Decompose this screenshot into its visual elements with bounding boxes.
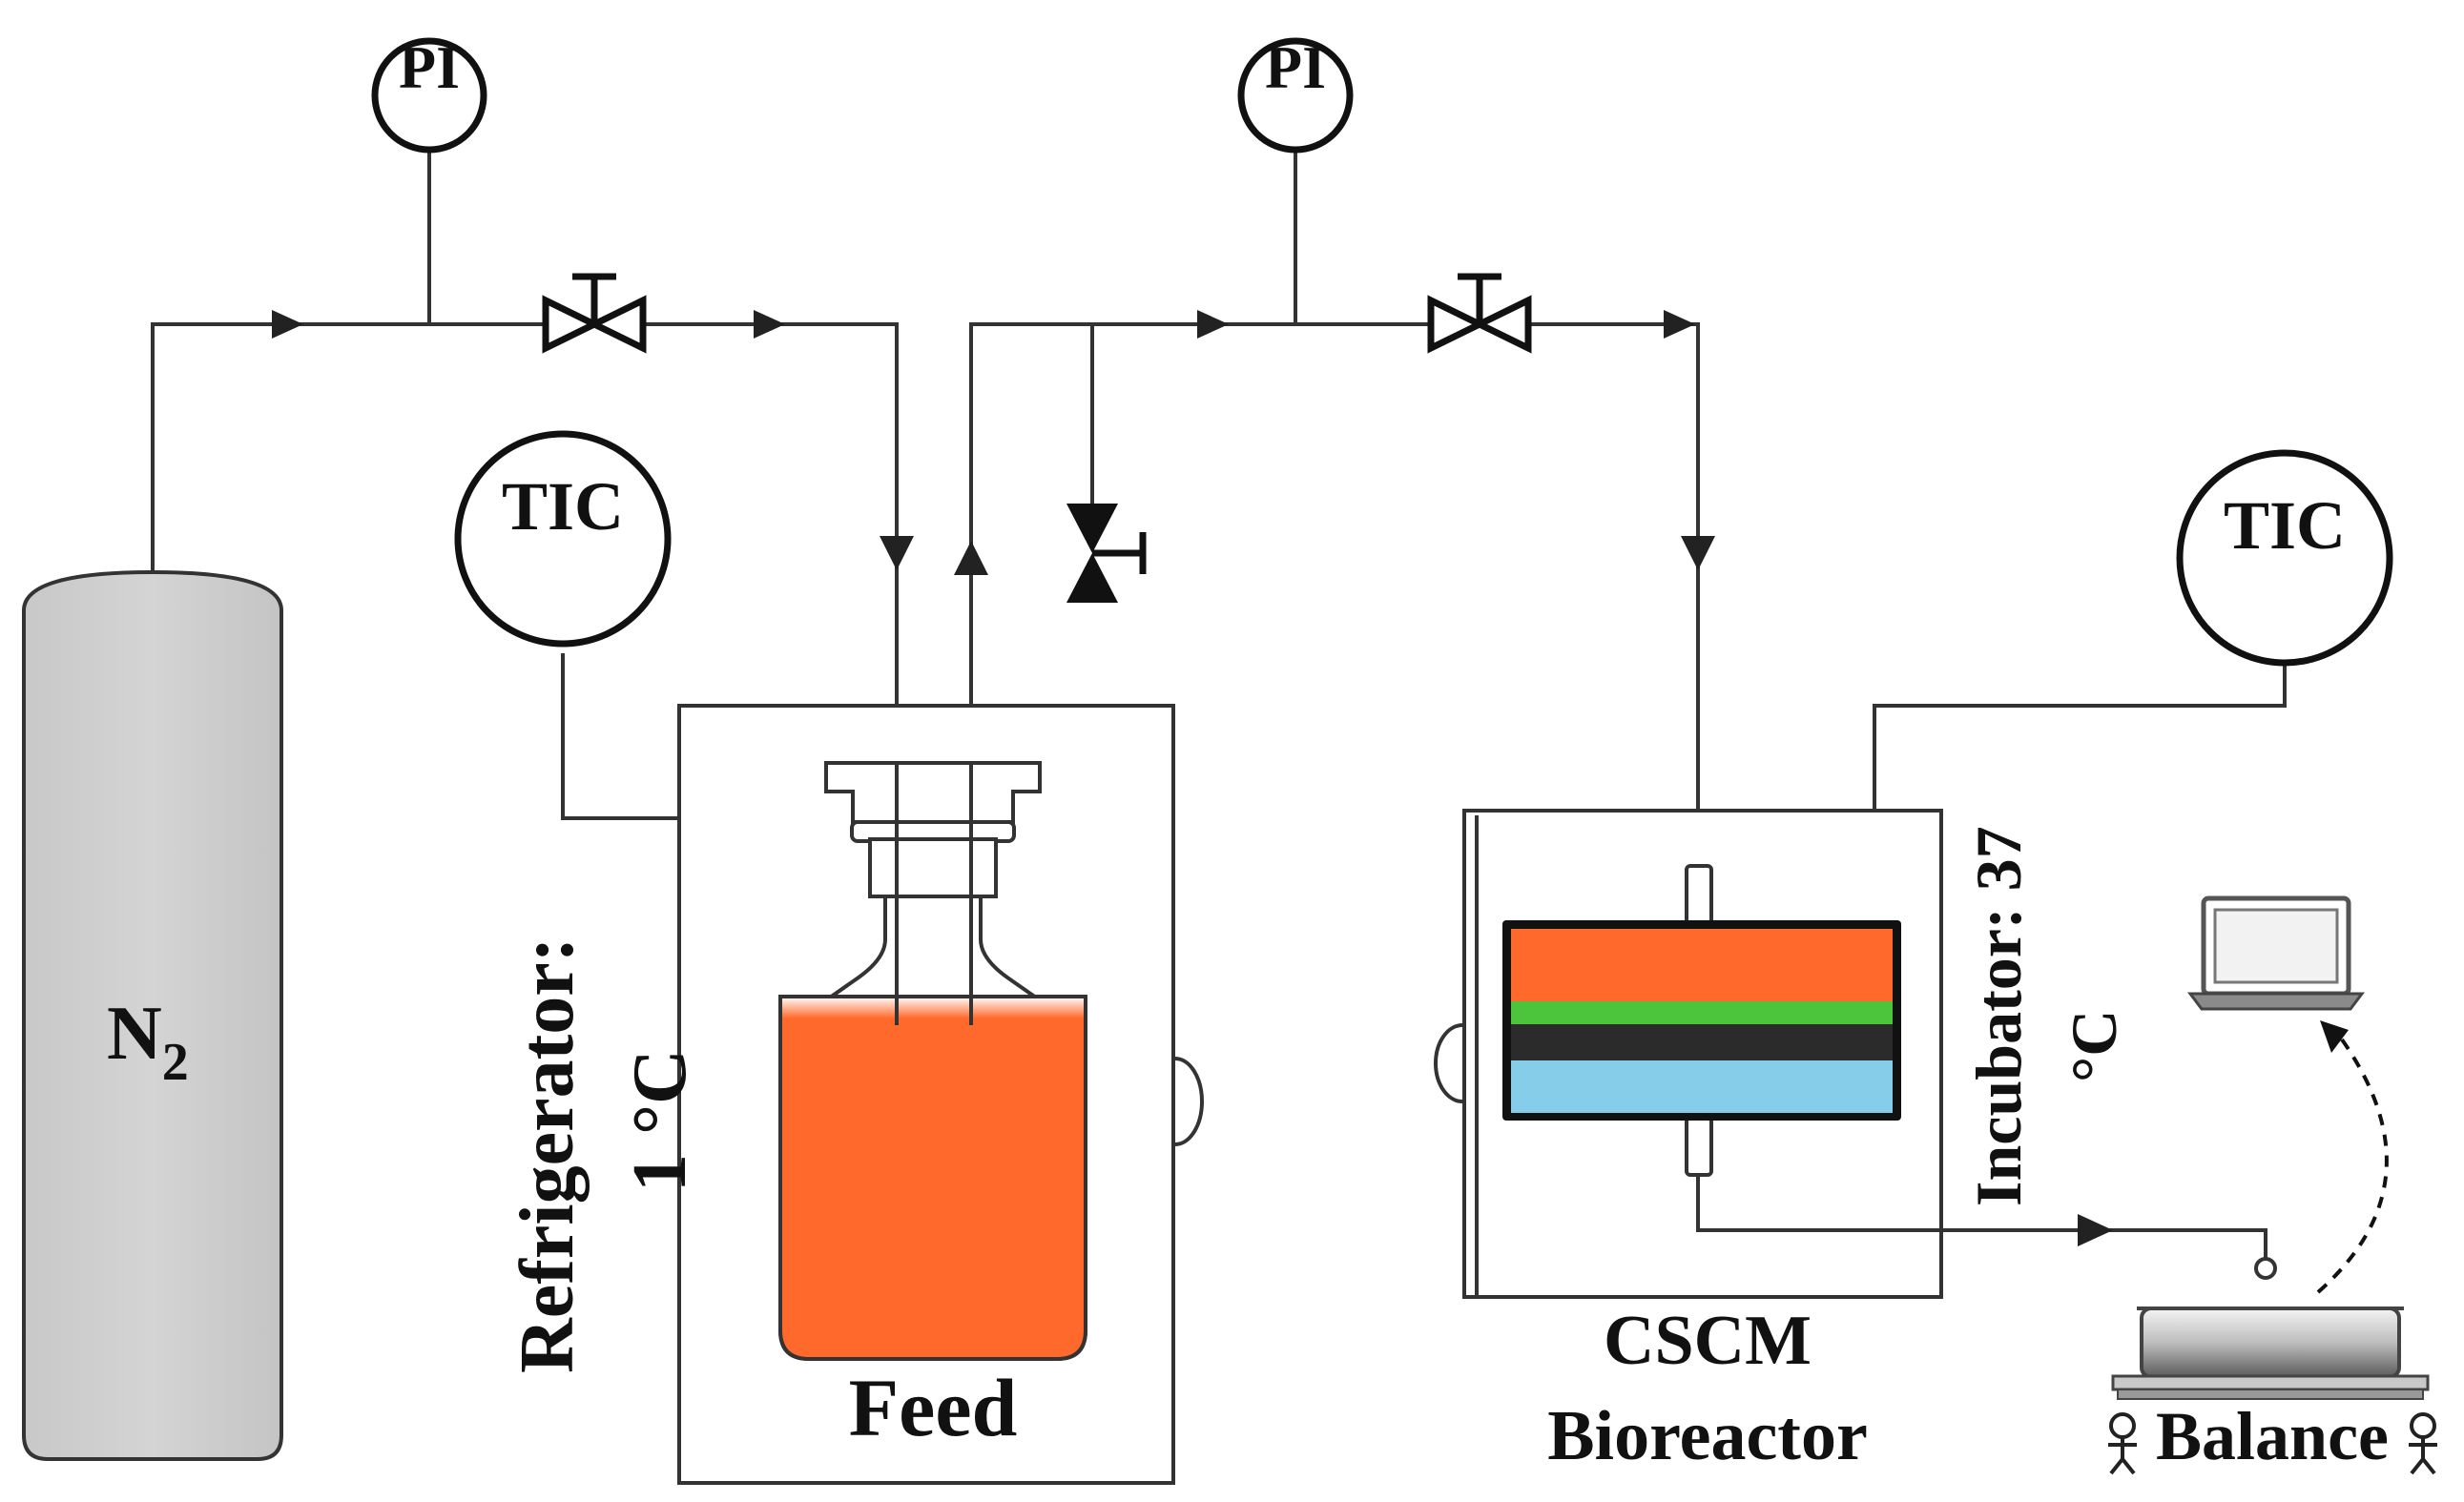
gate-valve-icon[interactable]	[1427, 273, 1532, 354]
data-transfer-arrow	[2316, 1020, 2389, 1294]
nitrogen-cylinder: N2	[22, 569, 283, 1461]
pressure-indicator-right: PI	[1237, 33, 1354, 154]
balance-label: Balance	[2156, 1398, 2389, 1474]
flow-arrow	[880, 536, 914, 570]
membrane-feed-layer	[1511, 929, 1893, 1001]
n2-label: N2	[107, 992, 189, 1092]
incubator-label: Incubator: 37	[1962, 826, 2035, 1206]
laptop-icon	[2187, 895, 2365, 1011]
feed-bottle	[778, 761, 1087, 1361]
pi-right-label: PI	[1265, 33, 1326, 101]
pi-left-label: PI	[399, 33, 460, 101]
feed-liquid	[778, 995, 1087, 1361]
flow-arrow	[2078, 1214, 2113, 1246]
gate-valve-icon[interactable]	[542, 273, 647, 354]
n2-subscript: 2	[162, 1033, 189, 1092]
feed-label: Feed	[849, 1362, 1018, 1453]
feed-outlet-line	[954, 143, 1715, 1025]
refrigerator-label: Refrigerator:	[506, 937, 590, 1373]
pressure-indicator-left: PI	[371, 33, 487, 154]
balance-scale-icon	[2108, 1307, 2437, 1475]
tic-right-label: TIC	[2224, 487, 2346, 564]
permeate-line	[1696, 1175, 2277, 1280]
flow-arrow	[954, 541, 988, 575]
n2-supply-line	[151, 143, 914, 1025]
membrane-dark-layer	[1511, 1024, 1893, 1060]
membrane-green-layer	[1511, 1001, 1893, 1024]
membrane-blue-layer	[1511, 1060, 1893, 1113]
drain-valve-icon[interactable]	[1066, 504, 1147, 603]
cscm-membrane-module	[1502, 864, 1901, 1177]
tic-right-group: TIC	[1873, 449, 2393, 811]
flow-arrow	[754, 310, 785, 339]
cscm-label: CSCM	[1604, 1302, 1812, 1380]
incubator-unit-label: °C	[2058, 1010, 2130, 1082]
n2-main: N	[107, 992, 162, 1076]
refrigerator-temp-label: 1 °C	[618, 1049, 702, 1192]
flow-arrow	[1681, 536, 1715, 570]
flow-arrow	[1197, 310, 1229, 339]
flow-arrow	[1664, 310, 1695, 339]
tic-left-label: TIC	[502, 468, 624, 545]
bioreactor-label: Bioreactor	[1547, 1397, 1868, 1475]
tic-left-group: TIC	[454, 430, 679, 820]
flow-arrow	[272, 310, 303, 339]
